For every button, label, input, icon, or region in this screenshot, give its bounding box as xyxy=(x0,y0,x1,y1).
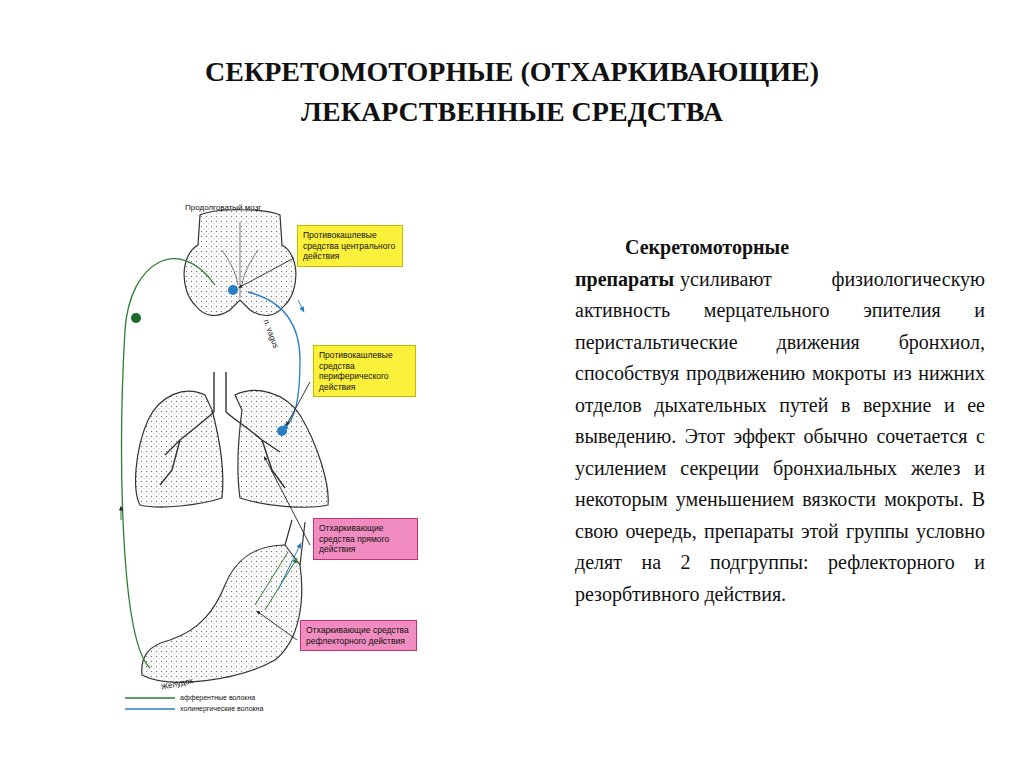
description-paragraph: Секретомоторные препаратыусиливают физио… xyxy=(575,232,985,610)
receptor-dot xyxy=(228,285,238,295)
box-text: Отхаркивающие средства прямого действия xyxy=(319,523,412,555)
ganglion-dot xyxy=(131,313,141,323)
box-text: Противокашлевые средства центрального де… xyxy=(303,230,397,262)
vagus-fibre xyxy=(248,292,300,428)
label-box: Отхаркивающие средства прямого действия xyxy=(313,518,418,560)
afferent-fibre xyxy=(122,259,215,668)
box-text: Отхаркивающие средства рефлекторного дей… xyxy=(306,625,411,646)
medulla xyxy=(184,210,296,316)
receptor-dot xyxy=(277,426,287,436)
paragraph-body: усиливают физиологическую активность мер… xyxy=(575,268,985,605)
nerve-label: n. vagus xyxy=(261,318,281,350)
trachea xyxy=(160,372,285,488)
organ-label: Продолговатый мозг xyxy=(185,203,261,213)
label-box: Отхаркивающие средства рефлекторного дей… xyxy=(300,620,417,651)
box-text: Противокашлевые средства периферического… xyxy=(319,350,410,392)
legend-sample xyxy=(125,697,175,698)
leader-lines xyxy=(240,258,310,640)
left-lung xyxy=(136,391,223,507)
legend-text: холинергические волокна xyxy=(180,704,263,713)
label-box: Противокашлевые средства периферического… xyxy=(313,345,416,397)
legend-sample xyxy=(125,708,175,709)
label-box: Противокашлевые средства центрального де… xyxy=(297,225,403,267)
legend-text: афферентные волокна xyxy=(180,693,255,702)
slide-title: СЕКРЕТОМОТОРНЫЕ (ОТХАРКИВАЮЩИЕ) ЛЕКАРСТВ… xyxy=(152,52,872,132)
stomach xyxy=(142,545,302,682)
